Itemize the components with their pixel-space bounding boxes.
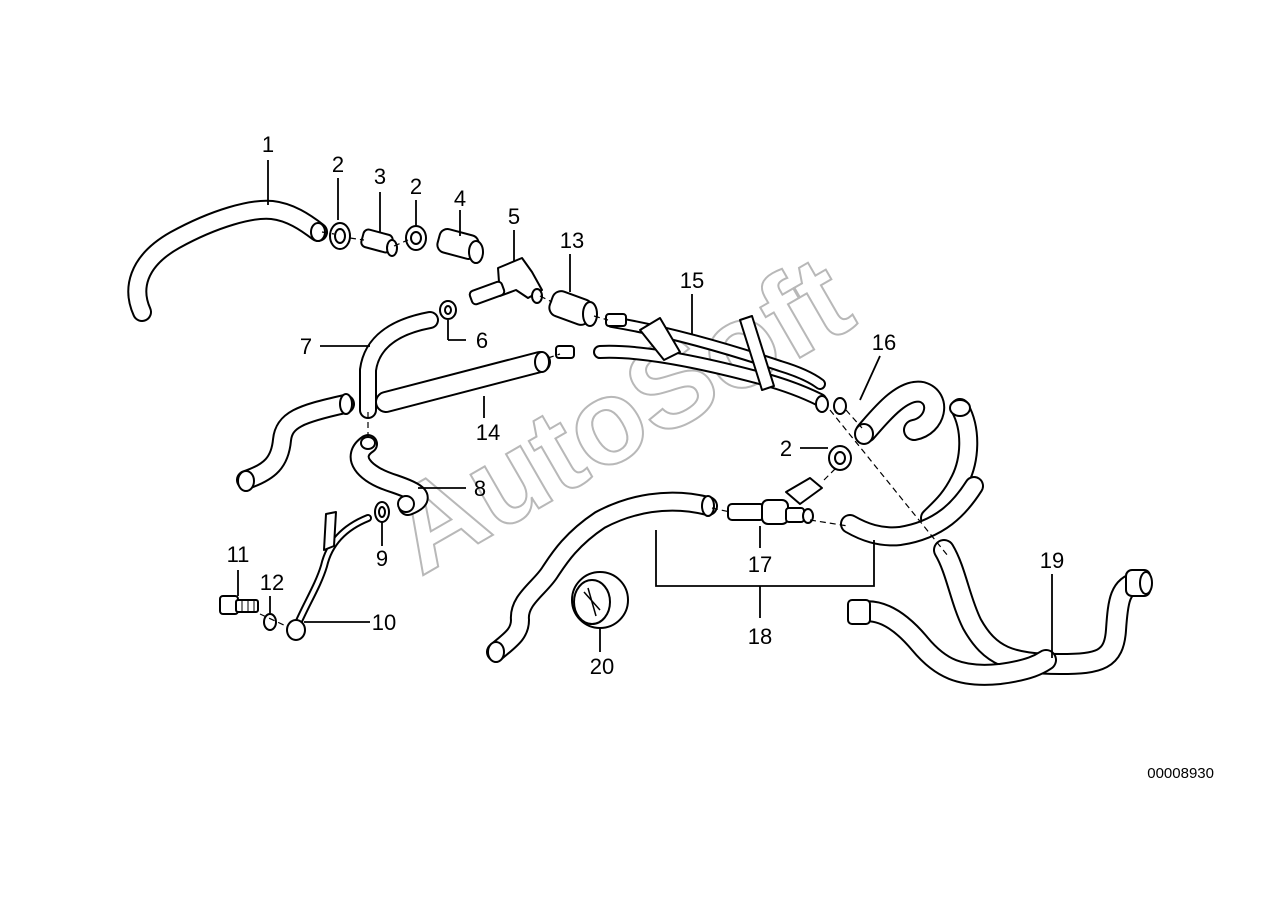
part-12-washer[interactable] [263, 613, 277, 631]
part-8-curved-hose[interactable] [349, 434, 429, 516]
part-16-curved-hose[interactable] [854, 380, 946, 445]
part-1-hose[interactable] [127, 199, 328, 322]
callout-2-b: 2 [410, 174, 422, 199]
callout-17: 17 [748, 552, 772, 577]
callout-15: 15 [680, 268, 704, 293]
part-10-pipe-bracket[interactable] [286, 511, 372, 641]
part-14-straight-hose[interactable] [375, 351, 551, 413]
part-17-valve[interactable] [727, 477, 823, 525]
part-15-pipe-assembly[interactable] [555, 313, 847, 415]
callout-3: 3 [374, 164, 386, 189]
part-20-cap[interactable] [571, 571, 629, 629]
callout-7: 7 [300, 334, 312, 359]
callout-4: 4 [454, 186, 466, 211]
part-11-bolt[interactable] [219, 595, 259, 615]
callout-12: 12 [260, 570, 284, 595]
part-2-clamp-second[interactable] [405, 225, 427, 251]
callout-11: 11 [227, 542, 250, 567]
part-5-elbow-connector[interactable] [468, 257, 543, 306]
callout-10: 10 [372, 610, 396, 635]
callout-20: 20 [590, 654, 614, 679]
callout-8: 8 [474, 476, 486, 501]
part-6-clip[interactable] [439, 300, 457, 320]
assembly-guides [259, 231, 949, 627]
part-19-hose[interactable] [847, 539, 1153, 686]
callout-1: 1 [262, 132, 274, 157]
part-7-hose[interactable] [359, 311, 439, 419]
right-upper-hose[interactable] [840, 398, 984, 547]
part-13-sleeve[interactable] [547, 289, 598, 328]
leader-lines [237, 160, 1053, 658]
callout-9: 9 [376, 546, 388, 571]
callout-18: 18 [748, 624, 772, 649]
callout-5: 5 [508, 204, 520, 229]
callout-6: 6 [476, 328, 488, 353]
part-9-clip[interactable] [374, 501, 390, 523]
diagram-code: 00008930 [1147, 765, 1214, 782]
left-hose-segment[interactable] [236, 393, 355, 492]
part-4-sleeve[interactable] [436, 227, 484, 264]
part-2-clamp[interactable] [329, 222, 351, 250]
callout-14: 14 [476, 420, 500, 445]
callout-13: 13 [560, 228, 584, 253]
part-18-bracket [655, 530, 875, 618]
callout-2-c: 2 [780, 436, 792, 461]
part-2-clamp-third[interactable] [828, 445, 852, 471]
callout-19: 19 [1040, 548, 1064, 573]
autosoft-watermark: AutoSoft [367, 230, 873, 599]
part-18-hose-left[interactable] [486, 491, 718, 663]
callout-2-a: 2 [332, 152, 344, 177]
callouts: 1 2 3 2 4 5 13 15 16 7 6 14 2 8 9 11 12 … [227, 132, 1065, 679]
callout-16: 16 [872, 330, 896, 355]
part-3-connector[interactable] [360, 228, 398, 257]
